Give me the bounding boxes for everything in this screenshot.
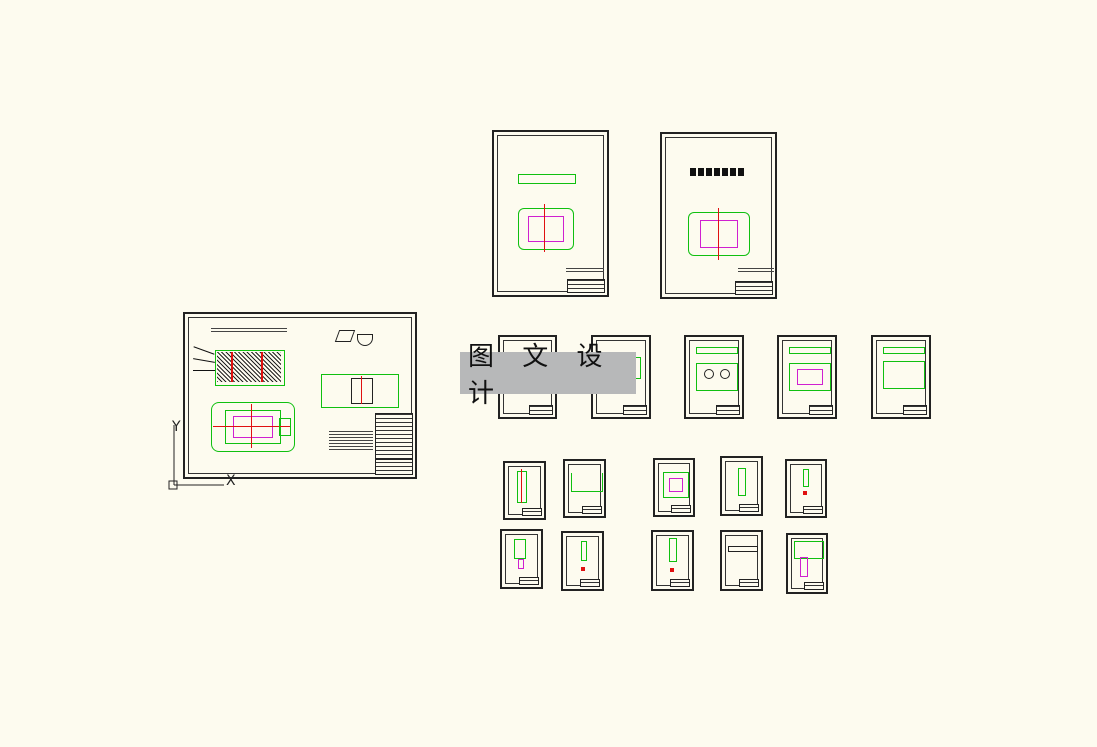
title-block bbox=[804, 582, 824, 590]
part-outline bbox=[883, 361, 925, 389]
section-view-hatch bbox=[217, 352, 281, 382]
section-strip bbox=[690, 168, 746, 176]
title-block bbox=[567, 279, 605, 293]
sheet-border bbox=[876, 340, 926, 414]
detail-outline bbox=[571, 473, 603, 492]
side-view-outline bbox=[321, 374, 399, 408]
title-block bbox=[522, 508, 542, 516]
title-block bbox=[903, 405, 927, 415]
part-strip bbox=[696, 347, 738, 354]
title-block bbox=[519, 577, 539, 585]
detail-sheet-8[interactable] bbox=[651, 530, 694, 591]
part-outline bbox=[789, 363, 831, 391]
part-sheet-3[interactable] bbox=[684, 335, 744, 419]
section-centerline bbox=[261, 352, 263, 382]
detail-sheet-5[interactable] bbox=[785, 459, 827, 518]
sheet-border bbox=[497, 135, 604, 292]
detail-hidden-lines bbox=[518, 559, 524, 569]
watermark: 图 文 设 计 bbox=[460, 342, 636, 409]
plan-view-inner bbox=[225, 410, 281, 444]
plate-outline bbox=[518, 208, 574, 250]
detail-outline bbox=[514, 539, 526, 559]
section-view-outline bbox=[215, 350, 285, 386]
title-block bbox=[739, 504, 759, 512]
section-centerline bbox=[231, 352, 233, 382]
title-block bbox=[375, 459, 413, 475]
title-block bbox=[716, 405, 740, 415]
ucs-y-label: Y bbox=[171, 419, 181, 435]
notes bbox=[566, 268, 604, 274]
detail-sheet-4[interactable] bbox=[720, 456, 763, 516]
plate-outline bbox=[688, 212, 750, 256]
ucs-icon: Y X bbox=[168, 419, 236, 490]
detail-outline bbox=[517, 471, 527, 503]
detail-center-mark bbox=[581, 567, 585, 571]
plate-centerline bbox=[718, 208, 719, 260]
plan-side-block bbox=[279, 418, 291, 436]
detail-sheet-1[interactable] bbox=[503, 461, 546, 520]
part-holes bbox=[704, 369, 714, 379]
detail-sheet-10[interactable] bbox=[786, 533, 828, 594]
sheet-border bbox=[689, 340, 739, 414]
assembly-drawing-sheet[interactable] bbox=[183, 312, 417, 479]
die-plate-sheet-2[interactable] bbox=[660, 132, 777, 299]
parts-list-table bbox=[375, 413, 413, 459]
title-block bbox=[735, 281, 773, 295]
isometric-sketch bbox=[357, 334, 373, 346]
detail-outline bbox=[803, 469, 809, 487]
title-block bbox=[671, 505, 691, 513]
part-sheet-4[interactable] bbox=[777, 335, 837, 419]
detail-center-mark bbox=[803, 491, 807, 495]
title-block bbox=[580, 579, 600, 587]
title-block bbox=[670, 579, 690, 587]
detail-hidden-lines bbox=[669, 478, 683, 492]
part-callouts bbox=[211, 328, 287, 334]
sheet-border bbox=[188, 317, 412, 474]
title-block bbox=[529, 405, 553, 415]
side-view-body bbox=[351, 378, 373, 404]
section-strip bbox=[518, 174, 576, 184]
detail-center-mark bbox=[670, 568, 674, 572]
detail-outline bbox=[794, 541, 824, 559]
sheet-border bbox=[665, 137, 772, 294]
detail-sheet-3[interactable] bbox=[653, 458, 695, 517]
part-strip bbox=[789, 347, 831, 354]
part-outline bbox=[696, 363, 738, 391]
ucs-x-label: X bbox=[226, 473, 236, 489]
part-hidden-lines bbox=[797, 369, 823, 385]
side-view-centerline bbox=[361, 376, 362, 404]
detail-outline bbox=[581, 541, 587, 561]
plate-centerline bbox=[544, 204, 545, 252]
technical-notes bbox=[329, 430, 373, 452]
plan-view-outline bbox=[211, 402, 295, 452]
detail-sheet-2[interactable] bbox=[563, 459, 606, 518]
part-holes bbox=[720, 369, 730, 379]
sheet-border bbox=[782, 340, 832, 414]
title-block bbox=[582, 506, 602, 514]
part-strip bbox=[883, 347, 925, 354]
detail-outline bbox=[738, 468, 746, 496]
plate-hidden-lines bbox=[700, 220, 738, 248]
leader-lines bbox=[193, 370, 215, 371]
watermark-text: 图 文 设 计 bbox=[468, 342, 613, 409]
detail-sheet-9[interactable] bbox=[720, 530, 763, 591]
detail-sheet-7[interactable] bbox=[561, 531, 604, 591]
die-plate-sheet-1[interactable] bbox=[492, 130, 609, 297]
detail-hidden-lines bbox=[800, 557, 808, 577]
plate-hidden-lines bbox=[528, 216, 564, 242]
detail-outline bbox=[663, 472, 689, 498]
title-block bbox=[803, 506, 823, 514]
part-sheet-5[interactable] bbox=[871, 335, 931, 419]
title-block bbox=[809, 405, 833, 415]
detail-sheet-6[interactable] bbox=[500, 529, 543, 589]
plan-centerline bbox=[213, 426, 291, 427]
notes bbox=[738, 268, 774, 274]
plan-hidden-lines bbox=[233, 416, 273, 438]
detail-outline bbox=[669, 538, 677, 562]
detail-strip bbox=[728, 546, 758, 552]
title-block bbox=[739, 579, 759, 587]
detail-centerline bbox=[521, 469, 522, 503]
title-block bbox=[623, 405, 647, 415]
